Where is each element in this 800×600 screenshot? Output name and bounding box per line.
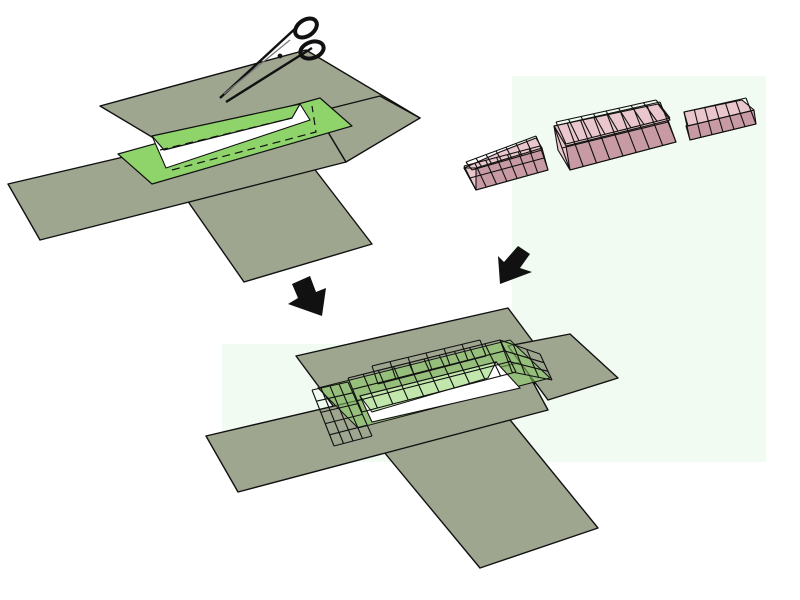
frame-member: [469, 347, 486, 381]
frame-member: [485, 154, 493, 165]
frame-member: [347, 381, 373, 437]
frame-member: [475, 157, 483, 168]
arrow-down-icon: [498, 246, 532, 284]
paper-strip-right: [315, 95, 421, 163]
frame-member: [539, 353, 553, 381]
assembled-green-flap: [359, 361, 497, 413]
frame-member: [329, 385, 354, 442]
frame-member: [438, 354, 455, 389]
frame-member: [407, 357, 415, 375]
frame-member: [565, 117, 671, 145]
frame-member: [569, 141, 677, 171]
frame-member: [469, 157, 545, 179]
frame-member: [495, 150, 503, 162]
frame-member: [453, 351, 471, 385]
frame-member: [499, 339, 517, 373]
module-large-middle: [553, 99, 677, 171]
frame-member: [618, 107, 632, 129]
frame-member: [461, 344, 469, 361]
site-plane-assembled: [205, 307, 619, 569]
frame-member: [505, 146, 513, 159]
frame-member: [526, 349, 540, 378]
frame-member: [316, 392, 353, 402]
frame-member: [535, 135, 543, 151]
frame-member: [499, 339, 541, 355]
frame-member: [479, 339, 487, 357]
frame-member: [689, 123, 757, 141]
frame-member: [503, 350, 545, 364]
frame-member: [311, 389, 335, 447]
module-small-left: [463, 135, 549, 191]
frame-member: [443, 348, 451, 366]
cut-dashed-line: [171, 105, 317, 171]
frame-member: [347, 377, 363, 413]
arrow-down-icon: [288, 276, 326, 316]
frame-member: [555, 99, 657, 123]
frame-member: [630, 105, 645, 125]
frame-member: [512, 344, 526, 375]
frame-member: [338, 383, 364, 439]
frame-member: [643, 102, 658, 122]
frame-member: [525, 139, 533, 154]
frame-member: [555, 121, 567, 145]
frame-member: [463, 145, 541, 167]
frame-member: [377, 355, 487, 385]
frame-member: [580, 116, 593, 138]
frame-member: [484, 343, 502, 377]
frame-member: [361, 371, 517, 413]
frame-member: [362, 373, 378, 409]
frame-member: [357, 360, 511, 402]
frame-member: [389, 361, 397, 380]
frame-member: [311, 381, 349, 391]
frame-member: [499, 339, 513, 373]
frame-member: [325, 413, 363, 425]
site-plane-cut: [7, 49, 421, 283]
frame-member: [683, 97, 747, 113]
frame-member: [425, 352, 433, 371]
frame-member: [393, 366, 409, 401]
frame-member: [511, 371, 553, 381]
frame-member: [655, 99, 671, 119]
frame-member: [320, 387, 345, 444]
frame-member: [371, 339, 481, 367]
frame-member: [507, 360, 549, 372]
frame-member: [561, 121, 669, 149]
frame-member: [686, 110, 752, 127]
frame-member: [377, 370, 394, 405]
frame-member: [568, 119, 580, 141]
frame-member: [320, 403, 358, 413]
frame-member: [465, 161, 473, 171]
frame-member: [333, 435, 373, 447]
frame-member: [553, 101, 661, 127]
frame-member: [515, 143, 523, 156]
frame-member: [593, 113, 606, 135]
frame-member: [371, 365, 379, 385]
scissors-icon: [219, 16, 326, 104]
frame-member: [605, 110, 619, 132]
frame-member: [465, 135, 537, 163]
frame-member: [329, 424, 368, 436]
cut-dashed-line-2: [159, 117, 293, 151]
frame-member: [475, 169, 549, 191]
frame-member: [423, 358, 440, 393]
module-small-right: [683, 97, 757, 141]
frame-member: [471, 149, 543, 171]
